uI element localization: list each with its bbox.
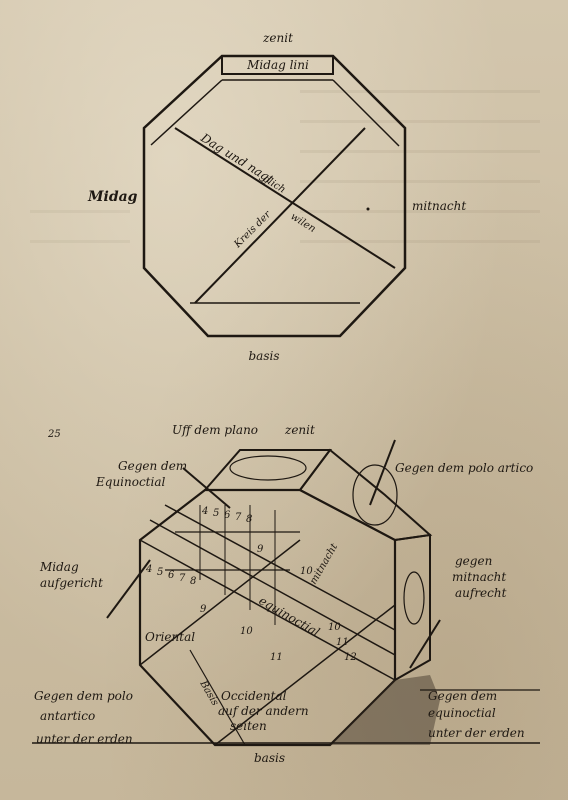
label-uff-dem-plano: Uff dem plano bbox=[172, 423, 258, 437]
hour-upper-10: 10 bbox=[300, 566, 313, 577]
label-antartico: antartico bbox=[40, 709, 95, 723]
label-occidental: Occidental bbox=[221, 689, 287, 703]
hour-upper-5: 5 bbox=[213, 508, 219, 519]
label-gegen-dem-polo: Gegen dem polo bbox=[34, 689, 133, 703]
label-gegen-dem-tl: Gegen dem bbox=[118, 459, 187, 473]
hour-side-11: 11 bbox=[336, 637, 349, 648]
label-mitnacht-right: mitnacht bbox=[412, 199, 466, 213]
label-unter-der-erden-left: unter der erden bbox=[36, 732, 133, 746]
hour-upper-4: 4 bbox=[201, 506, 208, 517]
hour-upper-9: 9 bbox=[257, 544, 264, 555]
label-unter-der-erden-right: unter der erden bbox=[428, 726, 525, 740]
sundial-labels: 25 Uff dem plano zenit Gegen dem polo ar… bbox=[34, 423, 533, 765]
hour-lower-9: 9 bbox=[200, 604, 207, 615]
hour-side-10: 10 bbox=[328, 622, 341, 633]
hour-side-12: 12 bbox=[344, 652, 357, 663]
hour-lower-8: 8 bbox=[190, 576, 196, 587]
label-oriental: Oriental bbox=[145, 630, 195, 644]
hour-upper-7: 7 bbox=[235, 512, 242, 523]
octagon-diagram bbox=[142, 54, 407, 338]
label-aufrecht: aufrecht bbox=[455, 586, 507, 600]
hour-upper-8: 8 bbox=[246, 514, 252, 525]
hour-lower-4: 4 bbox=[145, 564, 152, 575]
label-zenit-top: zenit bbox=[262, 31, 293, 45]
label-equinoctial-band: equinoctial bbox=[257, 593, 323, 639]
hour-lower-11: 11 bbox=[270, 652, 283, 663]
label-seiten: seiten bbox=[230, 719, 267, 733]
label-basis-bottom-figure: basis bbox=[254, 751, 285, 765]
sundial-hour-numbers: 4 5 6 7 8 9 10 4 5 6 7 8 9 10 11 10 11 1… bbox=[145, 506, 357, 663]
label-midag: Midag bbox=[39, 560, 79, 574]
label-polo-artico: Gegen dem polo artico bbox=[395, 461, 533, 475]
label-midag-left: Midag bbox=[87, 189, 138, 205]
show-through-text bbox=[30, 90, 540, 243]
label-mitnacht-face: mitnacht bbox=[308, 541, 341, 586]
label-zenit-bottom: zenit bbox=[284, 423, 315, 437]
label-midag-lini: Midag lini bbox=[246, 58, 309, 72]
label-auf-der-andern: auf der andern bbox=[218, 704, 309, 718]
hour-lower-7: 7 bbox=[179, 573, 186, 584]
label-mitnacht-right-bottom: mitnacht bbox=[452, 570, 506, 584]
figure-number: 25 bbox=[47, 429, 61, 440]
hour-lower-5: 5 bbox=[157, 567, 163, 578]
label-equinoctial-br: equinoctial bbox=[428, 706, 496, 720]
hour-upper-6: 6 bbox=[224, 510, 231, 521]
label-gegen-right: gegen bbox=[455, 554, 492, 568]
label-equinoctial-tl: Equinoctial bbox=[95, 475, 165, 489]
hour-lower-10: 10 bbox=[240, 626, 253, 637]
label-aufgericht: aufgericht bbox=[40, 576, 103, 590]
label-basis-bottom: basis bbox=[249, 349, 280, 363]
sundial-diagram bbox=[32, 439, 540, 747]
label-basis-face: Basis bbox=[197, 678, 220, 708]
hour-lower-6: 6 bbox=[168, 570, 175, 581]
center-dot bbox=[366, 207, 370, 211]
label-gegen-dem-br: Gegen dem bbox=[428, 689, 497, 703]
